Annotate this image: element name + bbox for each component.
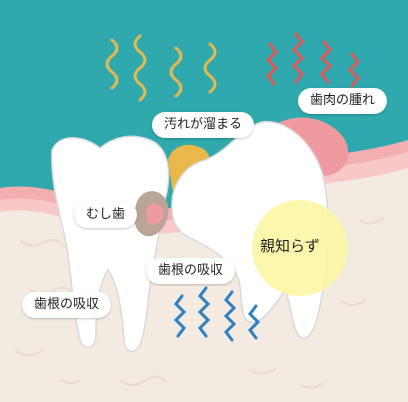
cavity-pink [146,203,164,225]
dirt-wave-icon [105,34,217,102]
cavity-label: むし歯 [74,202,138,228]
highlight-circle [252,200,348,296]
gum-swelling-label: 歯肉の腫れ [298,88,388,114]
dirt-label: 汚れが溜まる [152,112,255,138]
pain-wave-icon [173,286,261,342]
swelling-wave-icon [265,32,360,88]
wisdom-tooth-label: 親知らず [260,237,320,255]
root-absorption-right-label: 歯根の吸収 [146,258,236,284]
root-absorption-left-label: 歯根の吸収 [22,292,112,318]
